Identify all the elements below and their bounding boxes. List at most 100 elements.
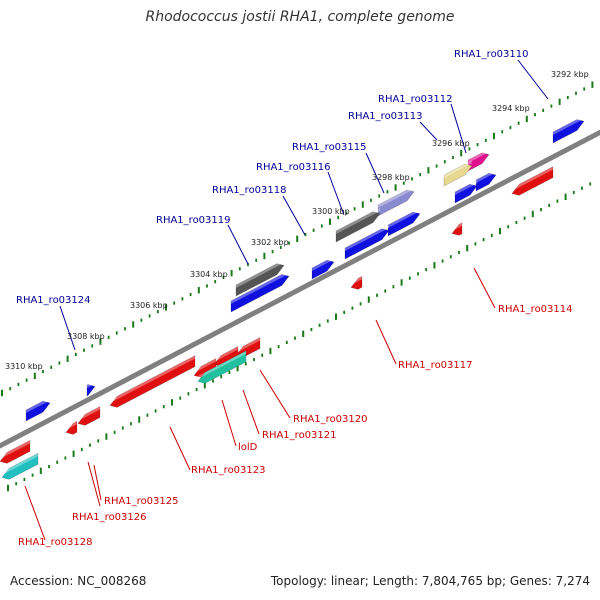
gene-reverse: [0, 439, 31, 464]
gene-highlight: [0, 440, 30, 459]
gene-highlight: [236, 337, 260, 353]
gene-highlight: [194, 358, 216, 373]
gene-highlight: [214, 346, 238, 362]
gene-highlight: [351, 276, 362, 285]
kbp-tick-label: 3296 kbp: [432, 139, 470, 148]
genome-title: Rhodococcus jostii RHA1, complete genome: [145, 9, 455, 25]
gene-body: [552, 119, 585, 144]
gene-label-forward[interactable]: RHA1_ro03110: [454, 49, 529, 60]
gene-forward-yellow: [443, 160, 473, 187]
leader-line: [282, 195, 306, 236]
gene-reverse: [511, 166, 554, 196]
gene-label-reverse[interactable]: RHA1_ro03121: [262, 430, 337, 441]
leader-line: [450, 103, 467, 154]
kbp-tick-label: 3300 kbp: [312, 207, 350, 216]
kbp-tick-label: 3306 kbp: [130, 301, 168, 310]
gene-label-forward[interactable]: RHA1_ro03118: [212, 185, 287, 196]
gene-label-reverse[interactable]: RHA1_ro03125: [104, 496, 179, 507]
gene-forward: [552, 115, 585, 144]
gene-body: [235, 263, 285, 297]
leader-line: [242, 389, 260, 435]
gene-label-reverse[interactable]: RHA1_ro03114: [498, 304, 573, 315]
genome-map: 3292 kbp 3294 kbp 3296 kbp 3298 kbp 3300…: [0, 49, 600, 548]
gene-body: [0, 439, 31, 464]
leader-line: [375, 319, 397, 365]
gene-forward: [86, 380, 96, 397]
gene-highlight: [236, 259, 284, 288]
gene-body: [511, 166, 554, 196]
leader-line: [93, 464, 102, 501]
leader-line: [473, 267, 496, 309]
gene-label-reverse[interactable]: lolD: [238, 442, 258, 453]
gene-highlight: [26, 397, 50, 413]
gene-reverse: [109, 355, 196, 408]
leader-line: [365, 152, 385, 194]
kbp-tick-label: 3298 kbp: [372, 173, 410, 182]
gene-forward-magenta: [467, 149, 490, 172]
gene-forward: [454, 180, 478, 204]
gene-body: [25, 400, 51, 422]
gene-reverse-teal: [197, 350, 247, 384]
genome-summary-text: Topology: linear; Length: 7,804,765 bp; …: [270, 574, 590, 588]
gene-body: [344, 228, 390, 260]
gene-highlight: [553, 115, 584, 135]
kbp-tick-label: 3302 kbp: [251, 238, 289, 247]
gene-forward: [387, 208, 421, 237]
gene-highlight: [198, 350, 246, 379]
gene-body: [387, 211, 421, 237]
gene-body: [65, 420, 78, 435]
gene-highlight: [78, 406, 100, 421]
gene-forward: [230, 270, 290, 313]
gene-label-reverse[interactable]: RHA1_ro03126: [72, 512, 147, 523]
gene-highlight: [66, 421, 77, 430]
gene-body: [77, 406, 101, 426]
gene-label-forward[interactable]: RHA1_ro03124: [16, 295, 91, 306]
kbp-tick-label: 3292 kbp: [551, 70, 589, 79]
gene-highlight: [378, 186, 414, 208]
gene-label-forward[interactable]: RHA1_ro03113: [348, 111, 423, 122]
reverse-tick-track: [7, 182, 592, 492]
gene-reverse: [77, 406, 101, 426]
gene-label-forward[interactable]: RHA1_ro03119: [156, 215, 231, 226]
gene-label-forward[interactable]: RHA1_ro03112: [378, 94, 453, 105]
gene-body: [350, 275, 363, 290]
gene-highlight: [455, 180, 477, 195]
gene-label-reverse[interactable]: RHA1_ro03123: [191, 465, 266, 476]
gene-highlight: [87, 380, 95, 388]
gene-highlight: [452, 222, 462, 231]
leader-line: [87, 461, 101, 507]
gene-label-reverse[interactable]: RHA1_ro03120: [293, 414, 368, 425]
gene-features: [0, 115, 585, 480]
gene-forward: [475, 169, 497, 192]
gene-label-reverse[interactable]: RHA1_ro03117: [398, 360, 473, 371]
gene-forward: [311, 256, 335, 280]
gene-body: [454, 183, 478, 204]
kbp-tick-label: 3294 kbp: [492, 104, 530, 113]
gene-body: [86, 384, 96, 397]
leader-line: [327, 171, 345, 216]
gene-label-forward[interactable]: RHA1_ro03115: [292, 142, 367, 153]
gene-reverse-cyan: [1, 452, 39, 480]
leader-line: [259, 369, 291, 419]
leader-line: [59, 305, 76, 351]
gene-label-forward[interactable]: RHA1_ro03116: [256, 162, 331, 173]
gene-highlight: [231, 270, 289, 304]
gene-highlight: [468, 149, 489, 163]
leader-line: [419, 121, 438, 141]
gene-forward: [344, 225, 390, 260]
gene-body: [335, 211, 381, 243]
gene-reverse: [65, 420, 78, 435]
leader-line: [221, 399, 237, 447]
gene-highlight: [2, 453, 38, 475]
gene-forward-grey: [235, 259, 285, 297]
leader-line: [517, 59, 549, 100]
gene-forward-grey: [335, 208, 381, 243]
leader-line: [24, 485, 46, 541]
gene-highlight: [110, 355, 195, 403]
gene-label-reverse[interactable]: RHA1_ro03128: [18, 537, 93, 548]
accession-text: Accession: NC_008268: [10, 574, 147, 588]
label-leader-lines: [24, 59, 549, 541]
gene-highlight: [444, 160, 472, 178]
gene-highlight: [312, 256, 334, 271]
